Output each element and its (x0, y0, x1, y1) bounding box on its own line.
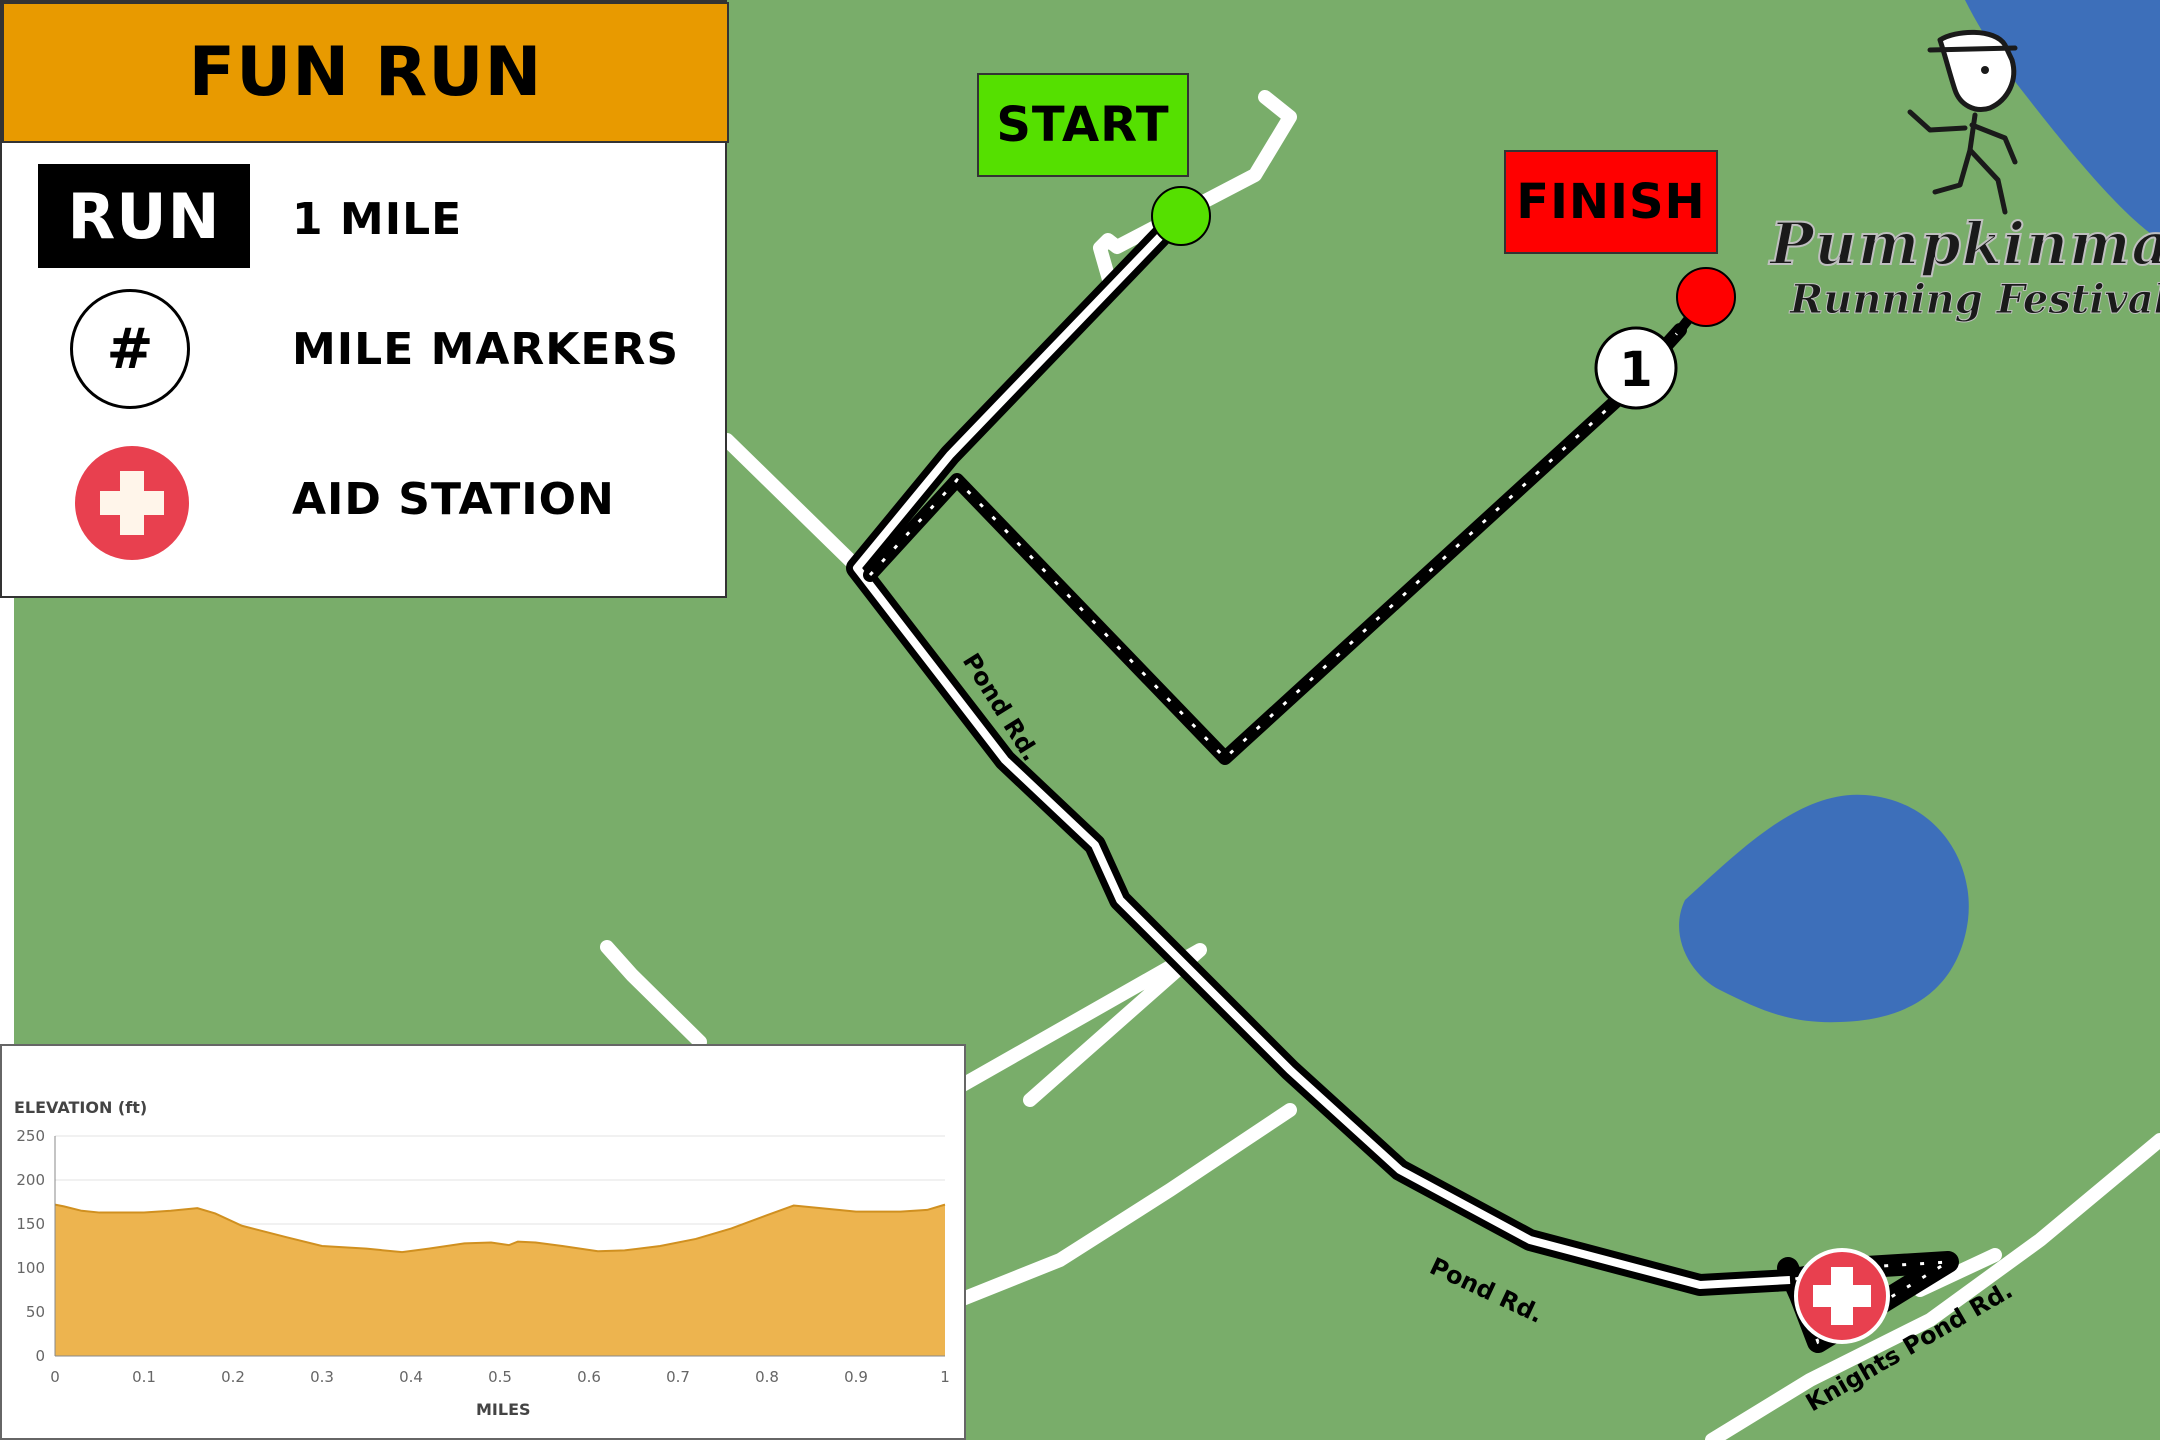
legend-row-run: 1 MILE (2, 154, 729, 284)
y-tick-label: 200 (16, 1171, 45, 1189)
finish-point (1676, 267, 1736, 327)
y-tick-label: 0 (35, 1347, 45, 1365)
roads (600, 90, 2160, 1440)
aid-station-map (1794, 1248, 1890, 1344)
road-small-left (600, 940, 707, 1049)
legend-header: FUN RUN (2, 2, 729, 143)
road-bottom-left (953, 1103, 1297, 1307)
road-southwest (938, 943, 1207, 1107)
legend-title: FUN RUN (188, 33, 543, 112)
pond (1679, 794, 1969, 1023)
x-tick-label: 0 (50, 1368, 60, 1386)
legend-run-distance: 1 MILE (292, 193, 463, 245)
y-tick-label: 100 (16, 1259, 45, 1277)
mile-marker-1-label: 1 (1619, 342, 1652, 398)
start-point (1151, 186, 1211, 246)
y-tick-label: 150 (16, 1215, 45, 1233)
elevation-area (55, 1204, 945, 1356)
y-tick-label: 250 (16, 1127, 45, 1145)
x-tick-label: 0.5 (488, 1368, 512, 1386)
legend-aid-station-label: AID STATION (292, 473, 615, 525)
x-tick-label: 0.3 (310, 1368, 334, 1386)
y-tick-label: 50 (26, 1303, 45, 1321)
x-tick-label: 0.2 (221, 1368, 245, 1386)
legend-row-markers: MILE MARKERS (2, 284, 729, 414)
elevation-chart: ELEVATION (ft) 0 50 100 150 200 250 0 0.1 0.2 0.3… (0, 1044, 966, 1440)
legend-panel: FUN RUN RUN 1 MILE # MILE MARKERS AID ST… (0, 0, 729, 598)
x-tick-label: 0.1 (132, 1368, 156, 1386)
pumpkinman-logo: Pumpkinman Running Festival (1760, 20, 2160, 340)
logo-subtitle: Running Festival (1790, 276, 2160, 324)
x-tick-label: 0.8 (755, 1368, 779, 1386)
x-tick-label: 0.7 (666, 1368, 690, 1386)
road-west-spur (720, 433, 867, 577)
x-tick-label: 1 (940, 1368, 950, 1386)
finish-label: FINISH (1504, 150, 1718, 254)
legend-row-aid: AID STATION (2, 434, 729, 564)
x-tick-label: 0.4 (399, 1368, 423, 1386)
mile-marker-symbol: # (70, 289, 190, 409)
logo-title: Pumpkinman (1769, 209, 2160, 279)
pumpkinman-runner-icon (1907, 29, 2018, 215)
x-tick-label: 0.9 (844, 1368, 868, 1386)
legend-mile-markers-label: MILE MARKERS (292, 323, 680, 375)
x-tick-label: 0.6 (577, 1368, 601, 1386)
elevation-plot: 0 50 100 150 200 250 0 0.1 0.2 0.3 0.4 0.5 0.6 0.7 0.8… (16, 1127, 950, 1386)
run-badge: RUN (38, 164, 250, 268)
red-cross-icon (75, 446, 189, 560)
elevation-line (54, 1203, 946, 1254)
start-label: START (977, 73, 1189, 177)
road-start-loop (1093, 90, 1297, 297)
elevation-x-axis-label: MILES (476, 1400, 531, 1419)
elevation-title: ELEVATION (ft) (14, 1098, 148, 1117)
road-knights-pond (1705, 1133, 2160, 1440)
mile-marker-1: 1 (1594, 326, 1678, 410)
